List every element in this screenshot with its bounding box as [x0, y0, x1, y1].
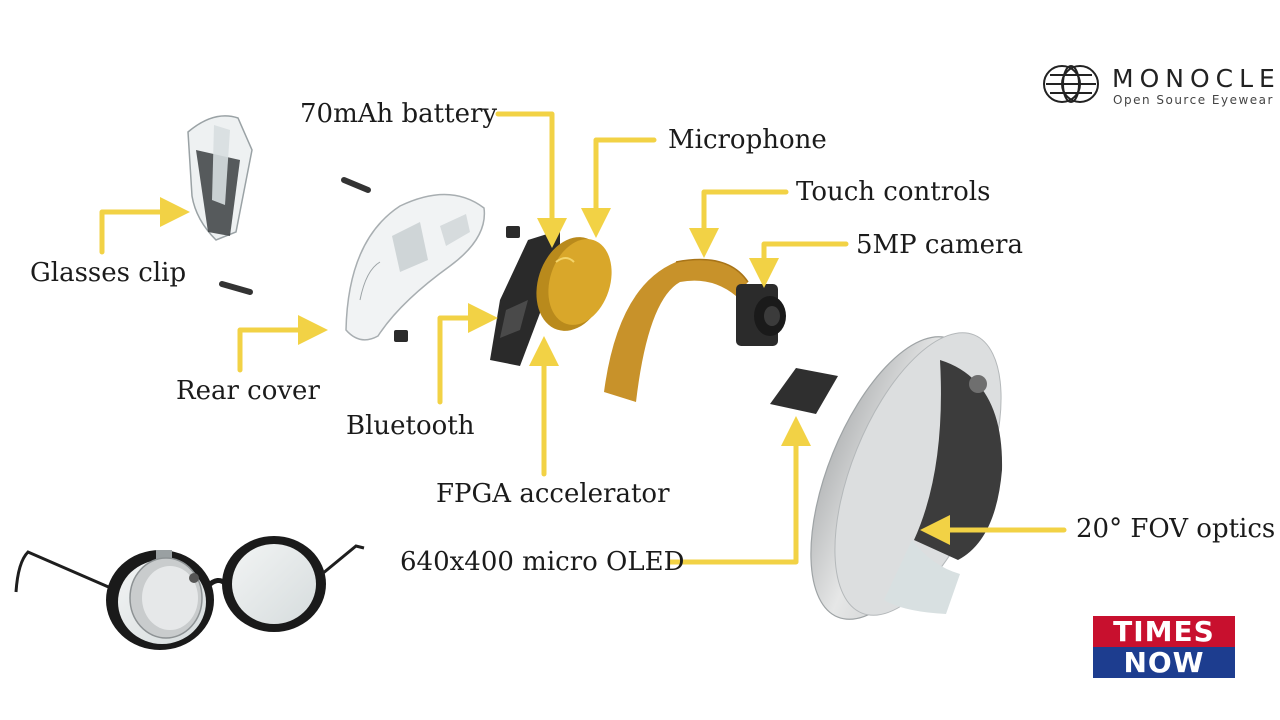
monocle-globe-icon [1043, 65, 1099, 103]
watermark-line2: NOW [1093, 647, 1235, 678]
label-bluetooth: Bluetooth [346, 411, 475, 441]
times-now-watermark: TIMES NOW [1093, 616, 1235, 678]
arrow-battery [495, 111, 567, 248]
arrow-rear-cover [237, 315, 328, 373]
micro-oled-part [770, 368, 838, 414]
touch-flex-part [604, 258, 749, 402]
callout-arrows [99, 111, 1067, 565]
arrow-oled [667, 416, 811, 565]
camera-part [736, 284, 786, 346]
brand-name: MONOCLE [1112, 64, 1280, 93]
label-oled: 640x400 micro OLED [400, 547, 685, 577]
screw-parts [219, 177, 520, 342]
label-optics: 20° FOV optics [1076, 514, 1276, 544]
arrow-touch-controls [689, 189, 789, 258]
arrow-camera [749, 241, 849, 288]
assembled-glasses [14, 536, 365, 650]
optics-housing-part [810, 332, 1003, 620]
arrow-microphone [581, 137, 657, 238]
watermark-line1: TIMES [1093, 616, 1235, 647]
label-fpga: FPGA accelerator [436, 479, 670, 509]
arrow-glasses-clip [99, 197, 190, 255]
battery-part [536, 237, 612, 331]
label-microphone: Microphone [668, 125, 827, 155]
label-battery: 70mAh battery [300, 99, 498, 129]
arrow-bluetooth [437, 303, 498, 405]
glasses-clip-part [187, 115, 253, 241]
label-rear-cover: Rear cover [176, 376, 320, 406]
brand-tagline: Open Source Eyewear [1113, 93, 1274, 107]
label-touch-controls: Touch controls [796, 177, 991, 207]
rear-cover-part [345, 193, 486, 341]
monocle-logo: MONOCLE Open Source Eyewear [1040, 62, 1280, 110]
bluetooth-board-part [490, 230, 560, 366]
label-glasses-clip: Glasses clip [30, 258, 187, 288]
label-camera: 5MP camera [856, 230, 1023, 260]
